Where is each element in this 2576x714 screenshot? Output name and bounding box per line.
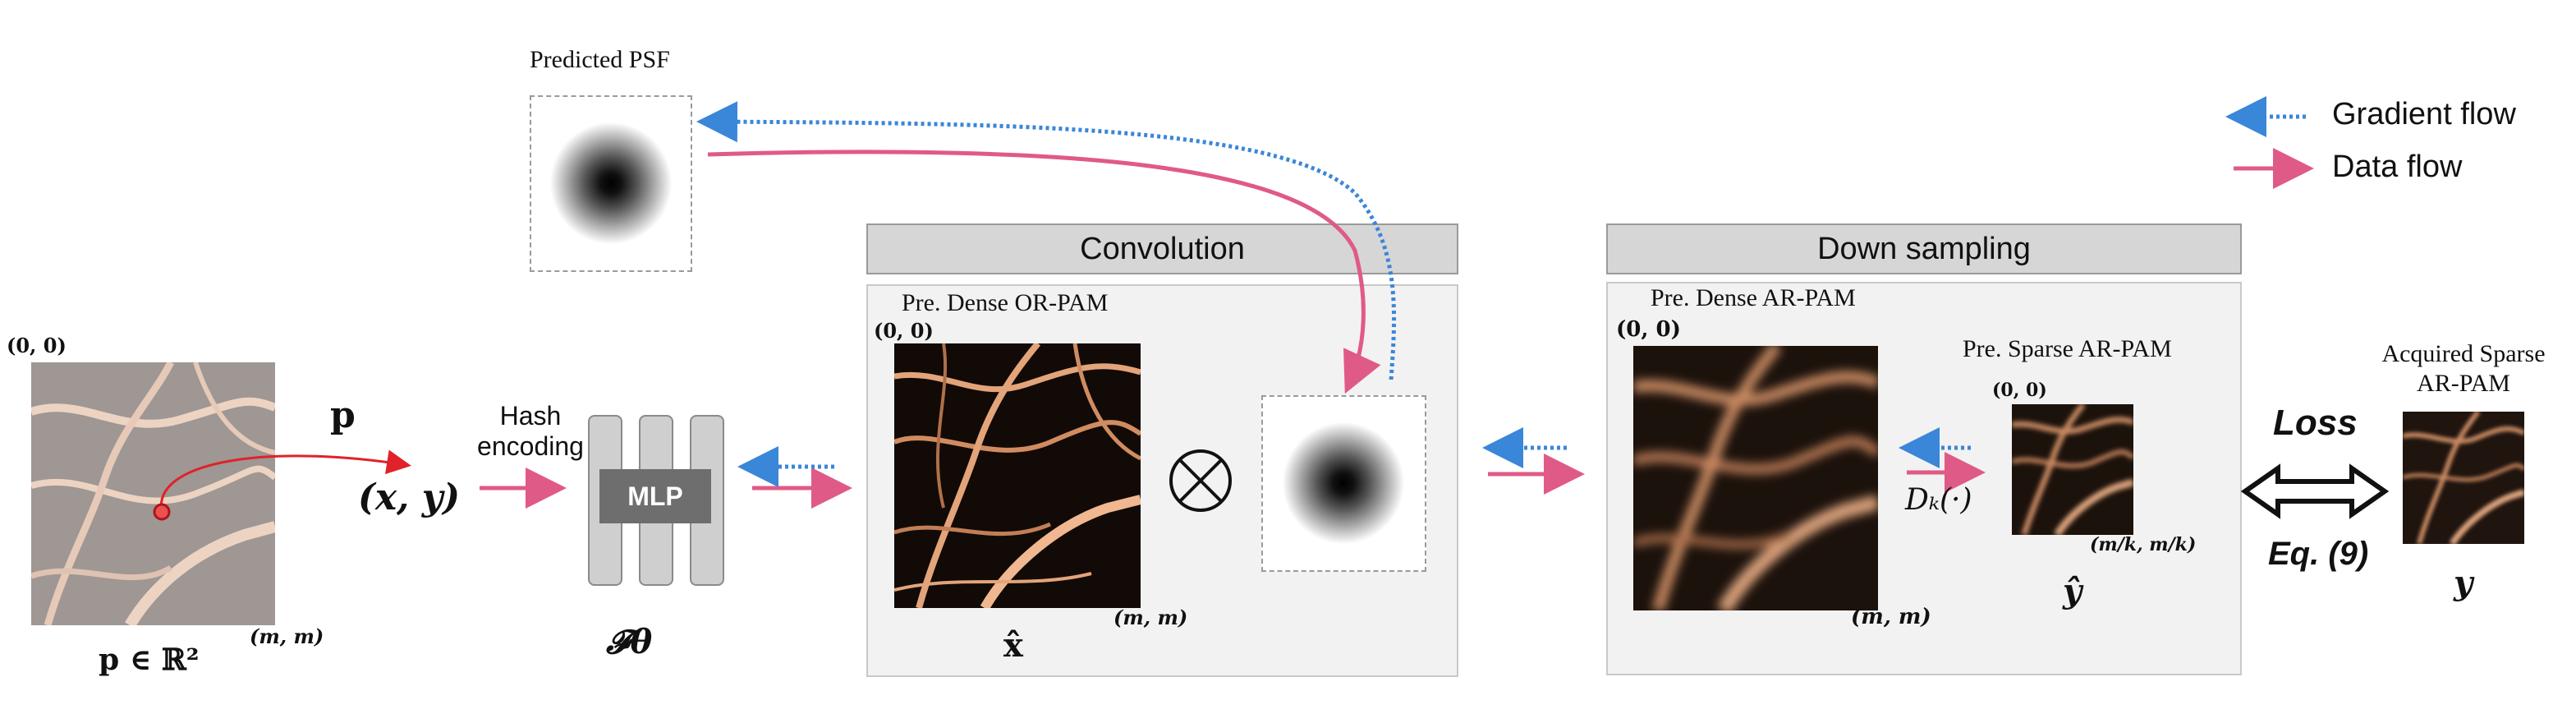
input-vessel-image <box>31 362 275 625</box>
mlp-block: MLP <box>588 415 724 586</box>
dense-or-pam-title: Pre. Dense OR-PAM <box>902 289 1109 316</box>
hash-encoding-label-2: encoding <box>477 431 584 461</box>
predicted-psf-box <box>530 95 692 272</box>
hash-encoding-label-1: Hash <box>499 401 562 431</box>
dense-ar-pam-title: Pre. Dense AR-PAM <box>1651 284 1856 311</box>
psf-data-curve <box>707 150 1381 394</box>
convolution-operator <box>1169 449 1232 512</box>
point-label: p <box>330 394 356 436</box>
ds-sparse-corner-label: (m/k, m/k) <box>2090 534 2197 555</box>
acquired-title-1: Acquired Sparse <box>2381 340 2546 367</box>
input-set-label: p ∈ ℝ² <box>99 643 200 677</box>
convolution-header: Convolution <box>866 223 1458 274</box>
loss-double-arrow <box>2240 463 2390 519</box>
ds-dense-corner-label: (m, m) <box>1851 605 1931 629</box>
network-theta-label: 𝓕θ <box>606 623 653 661</box>
loss-label: Loss <box>2273 403 2358 443</box>
downsampling-header: Down sampling <box>1606 223 2242 274</box>
psf-kernel-box <box>1261 395 1426 572</box>
y-label: y <box>2454 564 2473 602</box>
predicted-psf-title: Predicted PSF <box>530 46 670 73</box>
acquired-title-2: AR-PAM <box>2417 370 2510 397</box>
sample-point-curve <box>159 449 411 513</box>
mlp-label: MLP <box>599 469 711 523</box>
legend-gradient-label: Gradient flow <box>2332 97 2516 131</box>
input-corner-label: (m, m) <box>250 624 324 648</box>
dense-ar-pam-image <box>1633 346 1878 610</box>
legend-data-label: Data flow <box>2332 150 2463 184</box>
sparse-ar-pam-title: Pre. Sparse AR-PAM <box>1963 335 2172 362</box>
ds-sparse-origin-label: (0, 0) <box>1992 380 2047 401</box>
downsample-operator-label: Dₖ(·) <box>1905 483 1972 517</box>
conv-origin-label: (0, 0) <box>874 319 934 343</box>
dense-or-pam-image <box>894 343 1141 608</box>
acquired-sparse-image <box>2403 412 2524 544</box>
loss-eq-label: Eq. (9) <box>2268 536 2369 572</box>
conv-corner-label: (m, m) <box>1114 606 1188 629</box>
yhat-label: ŷ <box>2063 572 2082 610</box>
sample-point <box>153 503 171 521</box>
input-origin-label: (0, 0) <box>7 334 67 357</box>
xhat-label: x̂ <box>1003 626 1023 665</box>
psf-gradient-curve <box>696 101 1397 380</box>
ds-dense-origin-label: (0, 0) <box>1616 317 1681 342</box>
sparse-ar-pam-image <box>2012 404 2133 535</box>
coords-label: (x, y) <box>358 477 461 518</box>
